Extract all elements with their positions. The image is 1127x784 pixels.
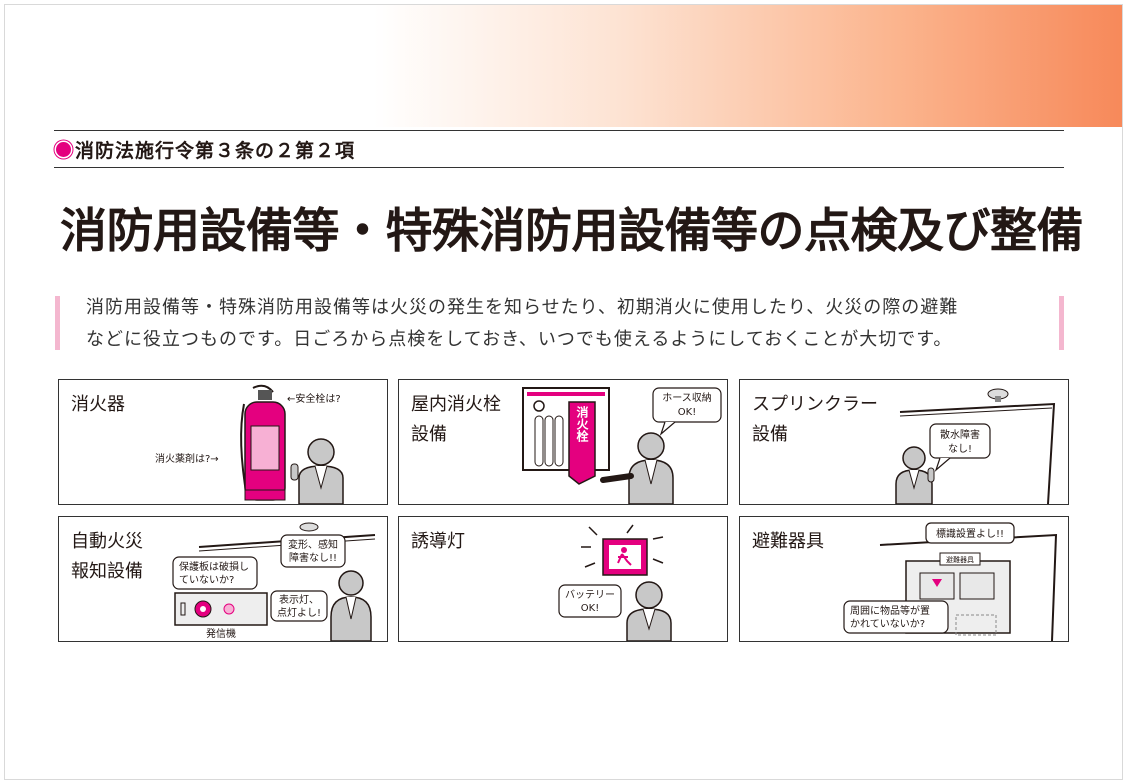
card-exit-light: 誘導灯 バッテリー OK! <box>398 516 728 642</box>
inspector-person-icon <box>600 432 674 504</box>
evacuation-box-icon <box>905 552 1011 636</box>
bubble-line-2: OK! <box>678 407 696 418</box>
card-title: 避難器具 <box>752 531 824 552</box>
inspector-person-icon <box>895 446 935 504</box>
cover-bubble-line-1: 保護板は破損し <box>179 560 249 573</box>
intro-line-1: 消防用設備等・特殊消防用設備等は火災の発生を知らせたり、初期消火に使用したり、火… <box>86 297 959 318</box>
agent-label: 消火薬剤は?→ <box>155 452 219 465</box>
inspector-person-icon <box>290 438 344 504</box>
speech-bubble-icon <box>652 387 722 436</box>
smoke-detector-icon <box>299 522 319 532</box>
speech-bubble-icon <box>270 590 328 622</box>
question-bubble-line-1: 周囲に物品等が置 <box>850 604 930 617</box>
card-title: 消火器 <box>71 394 125 415</box>
speech-bubble-icon <box>925 522 1015 544</box>
sensor-bubble-line-1: 変形、感知 <box>288 538 338 551</box>
exit-sign-icon <box>581 524 664 576</box>
evacuation-illustration: 標識設置よし!! 避難器具 周囲に物品等が置 かれていないか? <box>843 522 1058 641</box>
bullet-dot-icon <box>56 141 71 157</box>
speech-bubble-icon <box>280 534 346 568</box>
card-title: スプリンクラー 設備 <box>752 394 878 445</box>
card-sprinkler: スプリンクラー 設備 散水障害 なし! <box>739 379 1069 505</box>
inspector-person-icon <box>330 570 372 641</box>
indoor-hydrant-illustration: 消火栓 ホース収納 OK! <box>522 387 722 504</box>
inspector-person-icon <box>626 581 672 641</box>
fire-extinguisher-illustration: ←安全栓は? 消火薬剤は?→ <box>155 384 344 504</box>
sprinkler-illustration: 散水障害 なし! <box>895 388 1056 504</box>
bubble-line-2: なし! <box>948 443 972 455</box>
cover-bubble-line-2: ていないか? <box>179 574 234 586</box>
panel-label: 発信機 <box>206 627 236 640</box>
alarm-panel-icon <box>174 592 268 626</box>
bubble-line-1: ホース収納 <box>662 391 712 404</box>
card-title: 自動火災 報知設備 <box>71 531 143 582</box>
hydrant-cabinet-icon <box>522 387 610 485</box>
card-fire-extinguisher: 消火器 ←安全栓は? 消火薬剤は?→ <box>58 379 388 505</box>
fire-extinguisher-icon <box>240 384 286 501</box>
question-bubble-line-2: かれていないか? <box>850 618 925 630</box>
bubble-line-1: バッテリー <box>565 589 615 601</box>
fire-alarm-illustration: 変形、感知 障害なし!! 保護板は破損し ていないか? 発信機 表示灯、 点灯よ… <box>172 522 376 641</box>
speech-bubble-icon <box>929 423 991 472</box>
card-title: 誘導灯 <box>411 531 465 552</box>
bubble-line-2: OK! <box>581 603 599 614</box>
lamp-bubble-line-1: 表示灯、 <box>279 593 319 606</box>
law-reference: 消防法施行令第３条の２第２項 <box>75 139 356 162</box>
sprinkler-head-icon <box>987 388 1009 402</box>
sensor-bubble-line-2: 障害なし!! <box>289 551 337 564</box>
card-indoor-hydrant: 屋内消火栓 設備 消火栓 ホース収納 OK! <box>398 379 728 505</box>
page-title: 消防用設備等・特殊消防用設備等の点検及び整備 <box>60 204 1084 259</box>
card-title: 屋内消火栓 設備 <box>411 394 501 445</box>
speech-bubble-icon <box>843 600 949 634</box>
pin-label: ←安全栓は? <box>287 392 341 405</box>
intro-line-2: などに役立つものです。日ごろから点検をしておき、いつでも使えるようにしておくこと… <box>86 329 953 350</box>
exit-light-illustration: バッテリー OK! <box>558 524 672 641</box>
box-sign-label: 避難器具 <box>946 555 974 564</box>
speech-bubble-icon <box>558 584 622 618</box>
law-reference-bar: 消防法施行令第３条の２第２項 <box>54 130 1064 168</box>
intro-text: 消防用設備等・特殊消防用設備等は火災の発生を知らせたり、初期消火に使用したり、火… <box>86 292 1046 356</box>
card-fire-alarm: 自動火災 報知設備 変形、感知 障害なし!! 保護板は破損し ていないか? 発信… <box>58 516 388 642</box>
speech-bubble-icon <box>172 556 258 590</box>
card-evacuation: 避難器具 標識設置よし!! 避難器具 周囲に物品等が置 かれていないか? <box>739 516 1069 642</box>
lamp-bubble-line-2: 点灯よし! <box>277 607 321 619</box>
bubble-line-1: 散水障害 <box>940 428 980 441</box>
top-bubble-label: 標識設置よし!! <box>936 527 1004 540</box>
intro-left-bar <box>55 296 60 350</box>
intro-right-bar <box>1059 296 1064 350</box>
hydrant-sign-label: 消火栓 <box>575 405 589 443</box>
header-gradient-band <box>5 5 1122 127</box>
